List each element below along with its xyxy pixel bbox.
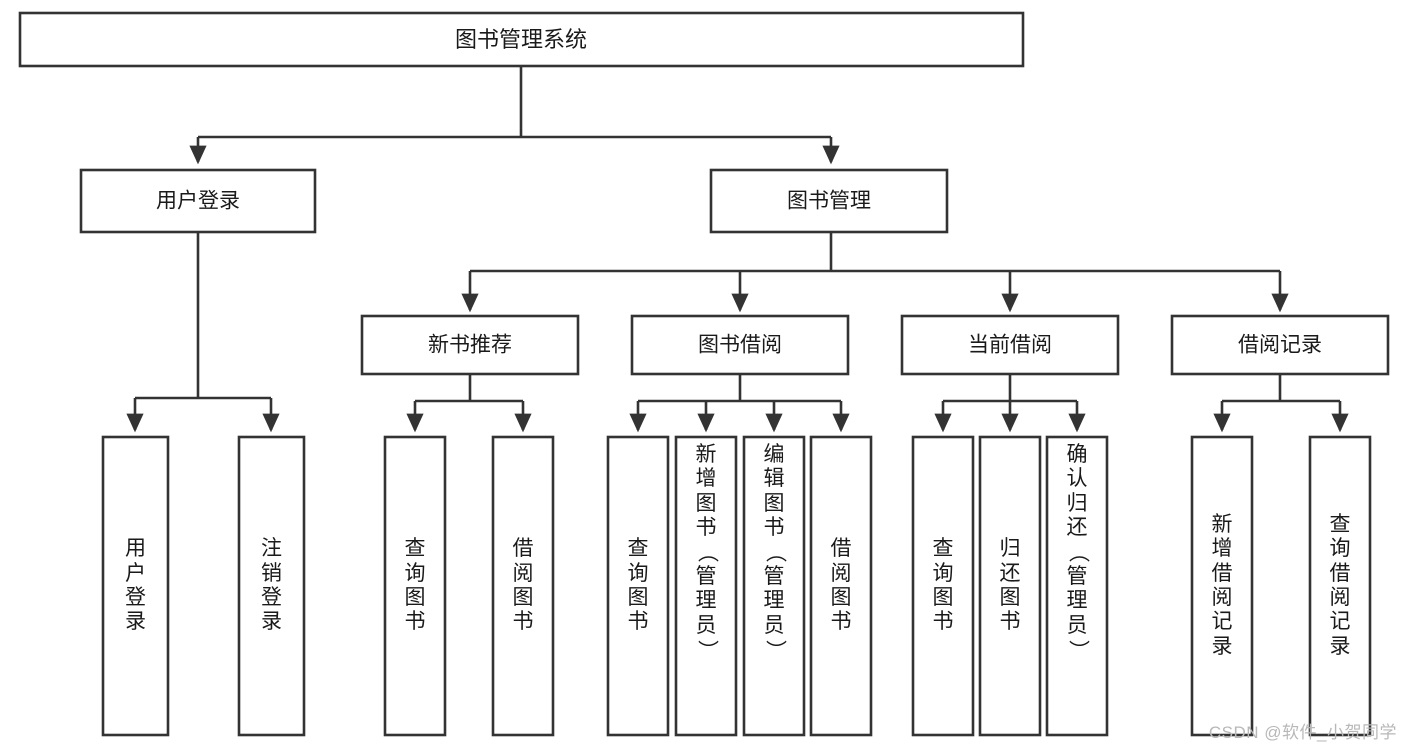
node-new-book-recommend[interactable]: 新书推荐 [360, 314, 580, 376]
csdn-watermark: CSDN @软件_小贺同学 [1208, 723, 1397, 742]
node-leaf-user-login[interactable] [101, 435, 170, 737]
node-leaf-query-book-3[interactable] [911, 435, 975, 737]
node-label-borrow-record: 借阅记录 [1238, 334, 1322, 357]
node-label-book-borrow: 图书借阅 [698, 334, 782, 357]
node-label-book-manage: 图书管理 [787, 190, 871, 213]
node-label-user-login: 用户登录 [156, 190, 240, 213]
node-leaf-return-book[interactable] [978, 435, 1042, 737]
node-user-login[interactable]: 用户登录 [79, 168, 317, 234]
connector-root-to-level2 [189, 66, 840, 165]
connector-newbook-to-leaves [406, 374, 532, 433]
node-book-borrow[interactable]: 图书借阅 [630, 314, 850, 376]
node-book-management-system[interactable]: 图书管理系统 [18, 11, 1025, 68]
node-leaf-confirm-return[interactable] [1045, 435, 1109, 737]
node-leaf-query-record[interactable] [1308, 435, 1372, 737]
connector-bookborrow-to-leaves [629, 374, 850, 433]
node-leaf-edit-book[interactable] [742, 435, 806, 737]
connector-borrowrecord-to-leaves [1213, 374, 1349, 433]
node-leaf-borrow-book-2[interactable] [809, 435, 873, 737]
node-label-new-book-recommend: 新书推荐 [428, 334, 512, 357]
node-borrow-record[interactable]: 借阅记录 [1170, 314, 1390, 376]
node-leaf-borrow-book-1[interactable] [491, 435, 555, 737]
node-leaf-add-record[interactable] [1190, 435, 1254, 737]
node-current-borrow[interactable]: 当前借阅 [900, 314, 1120, 376]
connector-currentborrow-to-leaves [934, 374, 1086, 433]
node-label-book-management-system: 图书管理系统 [455, 27, 587, 52]
connector-bookmanage-to-level3 [461, 232, 1289, 313]
node-label-current-borrow: 当前借阅 [968, 334, 1052, 357]
connector-userlogin-to-leaves [126, 232, 280, 433]
node-leaf-logout-login[interactable] [237, 435, 306, 737]
node-leaf-query-book-1[interactable] [383, 435, 447, 737]
node-leaf-add-book[interactable] [674, 435, 738, 737]
node-leaf-query-book-2[interactable] [606, 435, 670, 737]
node-book-manage[interactable]: 图书管理 [709, 168, 949, 234]
